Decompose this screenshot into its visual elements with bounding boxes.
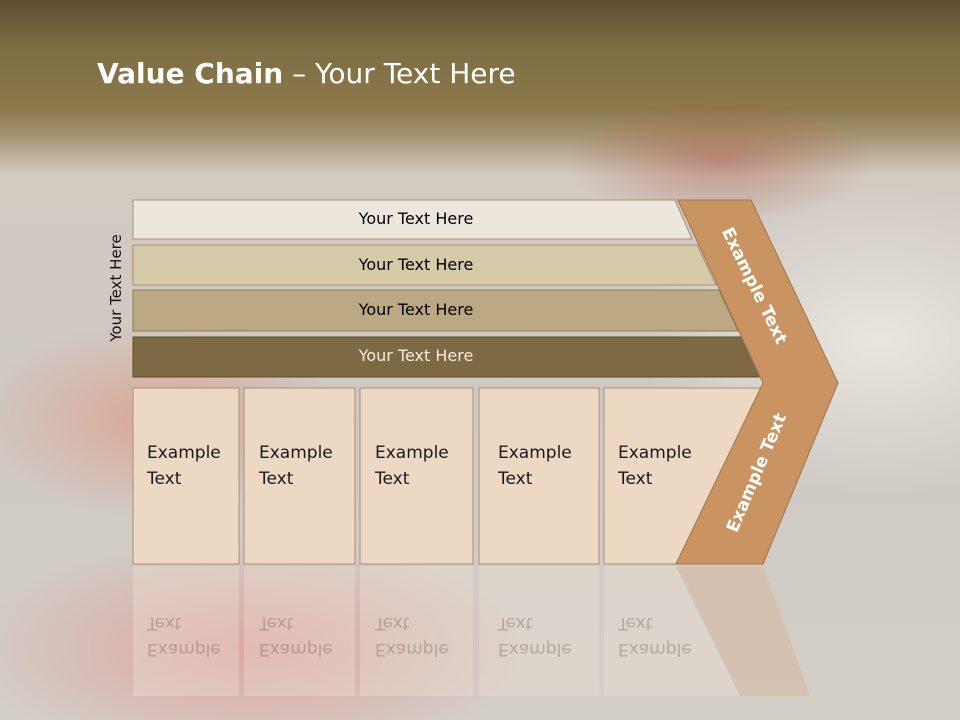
bar-3-shape bbox=[132, 289, 739, 332]
box-1-shape bbox=[132, 387, 240, 565]
bar-1-label: Your Text Here bbox=[358, 209, 474, 228]
bar-2-label: Your Text Here bbox=[358, 255, 474, 274]
chevron-shape bbox=[675, 199, 839, 565]
bar-2-shape bbox=[132, 244, 717, 286]
box-2-shape bbox=[243, 387, 356, 565]
bar-4-label: Your Text Here bbox=[358, 346, 474, 365]
page-title: Value Chain – Your Text Here bbox=[97, 57, 516, 90]
reflection bbox=[133, 566, 810, 696]
box-3-shape bbox=[359, 387, 474, 565]
box-4-shape bbox=[478, 387, 600, 565]
bar-1-shape bbox=[132, 199, 693, 240]
bar-3-label: Your Text Here bbox=[358, 300, 474, 319]
